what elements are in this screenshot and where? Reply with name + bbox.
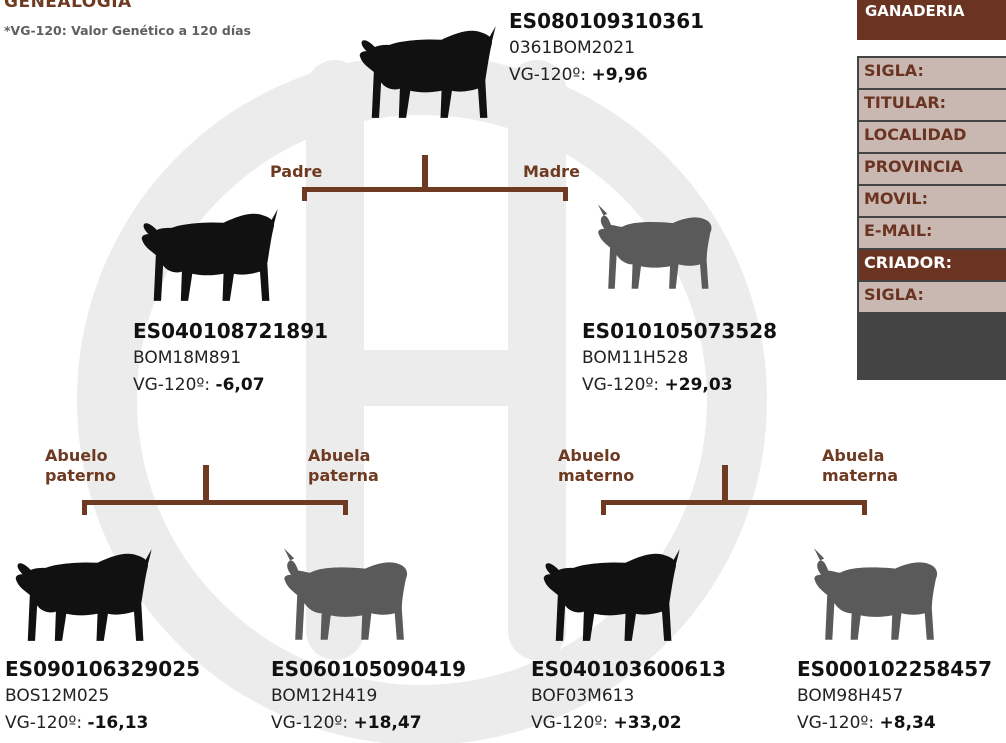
- animal-id: ES060105090419: [271, 657, 467, 681]
- ganaderia-panel: SIGLA: TITULAR: LOCALIDAD PROVINCIA MOVI…: [857, 56, 1006, 380]
- label-padre: Padre: [270, 162, 323, 181]
- father-animal: ES040108721891 BOM18M891 VG-120º: -6,07: [133, 318, 328, 398]
- label-madre: Madre: [523, 162, 580, 181]
- connector-line: [722, 465, 728, 505]
- connector-line: [302, 187, 568, 192]
- animal-vg: VG-120º: +29,03: [582, 375, 733, 395]
- animal-code: BOS12M025: [5, 686, 110, 706]
- animal-vg: VG-120º: -6,07: [133, 375, 265, 395]
- bull-silhouette-icon: [141, 209, 278, 301]
- animal-id: ES010105073528: [582, 319, 778, 343]
- animal-code: BOF03M613: [531, 686, 635, 706]
- animal-vg: VG-120º: +9,96: [509, 65, 648, 85]
- paternal-grandmother-animal: ES060105090419 BOM12H419 VG-120º: +18,47: [271, 656, 466, 736]
- animal-id: ES040103600613: [531, 657, 727, 681]
- connector-line: [82, 500, 87, 515]
- connector-line: [343, 500, 348, 515]
- panel-row-criador: CRIADOR:: [859, 250, 1006, 280]
- panel-row-localidad: LOCALIDAD: [859, 122, 1006, 152]
- animal-code: 0361BOM2021: [509, 38, 635, 58]
- paternal-grandfather-animal: ES090106329025 BOS12M025 VG-120º: -16,13: [5, 656, 200, 736]
- animal-code: BOM11H528: [582, 348, 689, 368]
- animal-id: ES000102258457: [797, 657, 993, 681]
- subject-animal: ES080109310361 0361BOM2021 VG-120º: +9,9…: [509, 8, 704, 88]
- cow-silhouette-icon: [814, 548, 938, 640]
- mother-animal: ES010105073528 BOM11H528 VG-120º: +29,03: [582, 318, 777, 398]
- panel-row-titular: TITULAR:: [859, 90, 1006, 120]
- panel-row-email: E-MAIL:: [859, 218, 1006, 248]
- page-subtitle: *VG-120: Valor Genético a 120 días: [4, 23, 251, 38]
- animal-id: ES080109310361: [509, 9, 705, 33]
- connector-line: [601, 500, 867, 505]
- connector-line: [563, 187, 568, 201]
- bull-silhouette-icon: [15, 549, 152, 641]
- connector-line: [862, 500, 867, 515]
- connector-line: [203, 465, 209, 505]
- page-title: GENEALOGIA: [4, 0, 132, 12]
- animal-code: BOM12H419: [271, 686, 378, 706]
- connector-line: [422, 155, 428, 192]
- connector-line: [82, 500, 348, 505]
- animal-vg: VG-120º: +18,47: [271, 713, 422, 733]
- animal-vg: VG-120º: +8,34: [797, 713, 936, 733]
- maternal-grandmother-animal: ES000102258457 BOM98H457 VG-120º: +8,34: [797, 656, 992, 736]
- cow-silhouette-icon: [284, 548, 408, 640]
- cow-silhouette-icon: [597, 204, 712, 289]
- connector-line: [302, 187, 307, 201]
- maternal-grandfather-animal: ES040103600613 BOF03M613 VG-120º: +33,02: [531, 656, 726, 736]
- panel-row-provincia: PROVINCIA: [859, 154, 1006, 184]
- animal-id: ES040108721891: [133, 319, 329, 343]
- animal-code: BOM18M891: [133, 348, 242, 368]
- bull-silhouette-icon: [543, 549, 680, 641]
- animal-vg: VG-120º: +33,02: [531, 713, 682, 733]
- animal-code: BOM98H457: [797, 686, 904, 706]
- animal-vg: VG-120º: -16,13: [5, 713, 149, 733]
- ganaderia-header: GANADERIA: [857, 0, 1006, 40]
- connector-line: [601, 500, 606, 515]
- bull-silhouette-icon: [359, 26, 496, 118]
- panel-row-sigla-criador: SIGLA:: [859, 282, 1006, 312]
- animal-id: ES090106329025: [5, 657, 201, 681]
- panel-row-movil: MOVIL:: [859, 186, 1006, 216]
- panel-row-sigla: SIGLA:: [859, 58, 1006, 88]
